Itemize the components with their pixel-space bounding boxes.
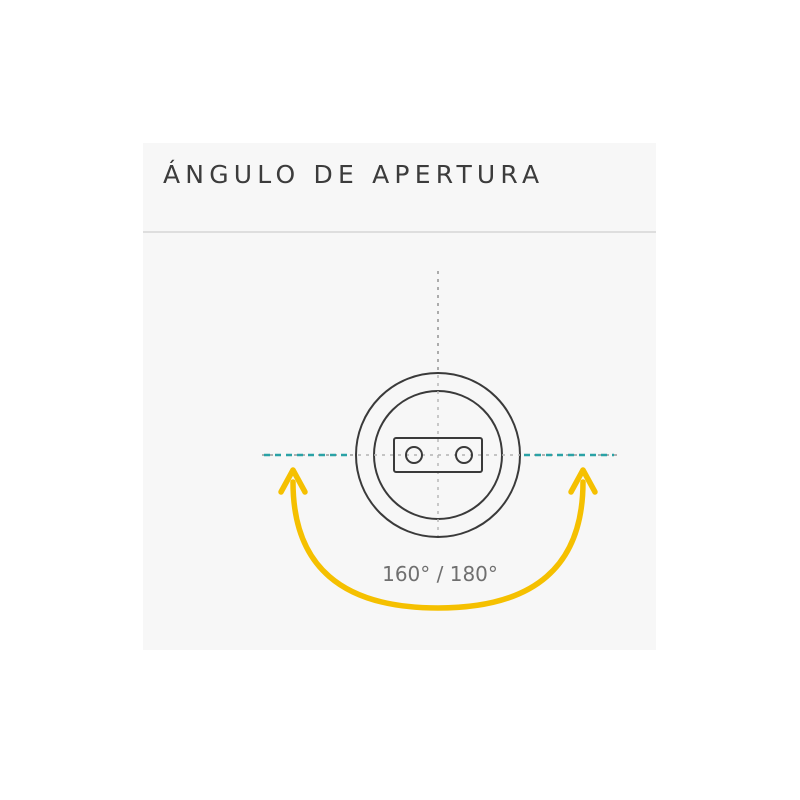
double-headed-curved-arrow-icon xyxy=(278,467,598,611)
arrow-arc xyxy=(290,479,586,611)
lens-left xyxy=(405,446,423,464)
lens-right xyxy=(455,446,473,464)
title-divider xyxy=(143,231,656,233)
page-title: ÁNGULO DE APERTURA xyxy=(163,160,545,189)
arrow-head-left xyxy=(278,467,308,495)
lens-module xyxy=(393,437,483,473)
angle-label: 160° / 180° xyxy=(382,562,498,586)
luminaire-top-view-icon xyxy=(355,372,521,538)
arrow-head-right xyxy=(568,467,598,495)
